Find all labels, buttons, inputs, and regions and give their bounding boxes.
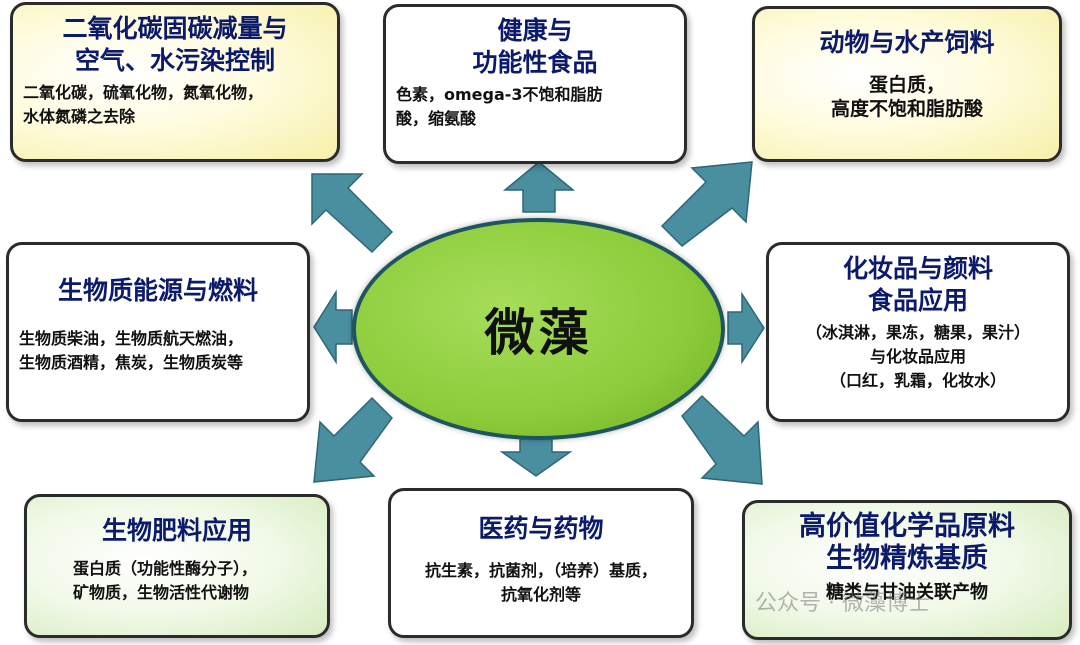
- box-animal-feed: 动物与水产饲料 蛋白质， 高度不饱和脂肪酸: [752, 6, 1062, 162]
- fertilizer-title: 生物肥料应用: [101, 516, 252, 545]
- chemicals-desc-line1: 糖类与甘油关联产物: [826, 582, 988, 603]
- health-desc-line2: 酸，缩氨酸: [396, 109, 477, 128]
- arrow-to-fertilizer: [313, 396, 393, 483]
- arrow-to-cosmetics: [727, 291, 765, 365]
- health-title-line1: 健康与: [497, 16, 573, 45]
- fertilizer-desc-line2: 矿物质，生物活性代谢物: [73, 583, 250, 602]
- fertilizer-desc-line1: 蛋白质（功能性酶分子），: [73, 559, 258, 578]
- health-title-line2: 功能性食品: [472, 48, 598, 77]
- feed-title: 动物与水产饲料: [819, 28, 995, 57]
- feed-desc-line2: 高度不饱和脂肪酸: [830, 98, 983, 120]
- arrow-to-health: [502, 161, 576, 213]
- chemicals-title-line2: 生物精炼基质: [826, 543, 988, 574]
- box-cosmetics-food: 化妆品与颜料 食品应用 （冰淇淋，果冻，糖果，果汁） 与化妆品应用 （口红，乳霜…: [766, 242, 1070, 422]
- cosmetics-desc-line3: （口红，乳霜，化妆水）: [829, 371, 1006, 390]
- arrow-to-co2: [311, 173, 394, 254]
- center-microalgae-oval: 微藻: [352, 218, 725, 440]
- chemicals-title-line1: 高价值化学品原料: [799, 511, 1015, 542]
- health-desc-line1: 色素，omega-3不饱和脂肪: [396, 85, 603, 104]
- cosmetics-title-line1: 化妆品与颜料: [842, 254, 993, 283]
- medicine-title: 医药与药物: [478, 514, 604, 543]
- co2-desc-line2: 水体氮磷之去除: [23, 107, 136, 126]
- box-bio-fertilizer: 生物肥料应用 蛋白质（功能性酶分子）， 矿物质，生物活性代谢物: [24, 494, 330, 638]
- biomass-desc-line2: 生物质酒精，焦炭，生物质炭等: [19, 353, 244, 372]
- medicine-desc-line1: 抗生素，抗菌剂，（培养）基质，: [424, 561, 657, 580]
- box-medicine: 医药与药物 抗生素，抗菌剂，（培养）基质， 抗氧化剂等: [388, 488, 694, 638]
- cosmetics-desc-line1: （冰淇淋，果冻，糖果，果汁）: [805, 323, 1030, 342]
- co2-title-line2: 空气、水污染控制: [74, 46, 275, 75]
- arrow-to-feed: [660, 161, 753, 247]
- box-health-food: 健康与 功能性食品 色素，omega-3不饱和脂肪 酸，缩氨酸: [383, 4, 687, 164]
- box-high-value-chemicals: 高价值化学品原料 生物精炼基质 糖类与甘油关联产物: [742, 500, 1072, 640]
- arrow-to-biomass: [313, 289, 353, 365]
- center-label: 微藻: [484, 304, 593, 362]
- cosmetics-title-line2: 食品应用: [867, 286, 968, 315]
- watermark-text: 公众号 · 微藻博士: [755, 591, 930, 616]
- biomass-desc-line1: 生物质柴油，生物质航天燃油，: [19, 329, 244, 348]
- feed-desc-line1: 蛋白质，: [868, 74, 945, 96]
- medicine-desc-line2: 抗氧化剂等: [500, 585, 581, 604]
- box-biomass-energy: 生物质能源与燃料 生物质柴油，生物质航天燃油， 生物质酒精，焦炭，生物质炭等: [6, 242, 310, 422]
- biomass-title: 生物质能源与燃料: [57, 276, 258, 305]
- arrow-to-chemicals: [681, 394, 763, 485]
- arrow-to-medicine: [499, 437, 573, 477]
- box-co2-reduction: 二氧化碳固碳减量与 空气、水污染控制 二氧化碳，硫氧化物，氮氧化物， 水体氮磷之…: [10, 2, 340, 162]
- co2-desc-line1: 二氧化碳，硫氧化物，氮氧化物，: [23, 83, 264, 102]
- cosmetics-desc-line2: 与化妆品应用: [869, 347, 966, 366]
- co2-title-line1: 二氧化碳固碳减量与: [62, 14, 288, 43]
